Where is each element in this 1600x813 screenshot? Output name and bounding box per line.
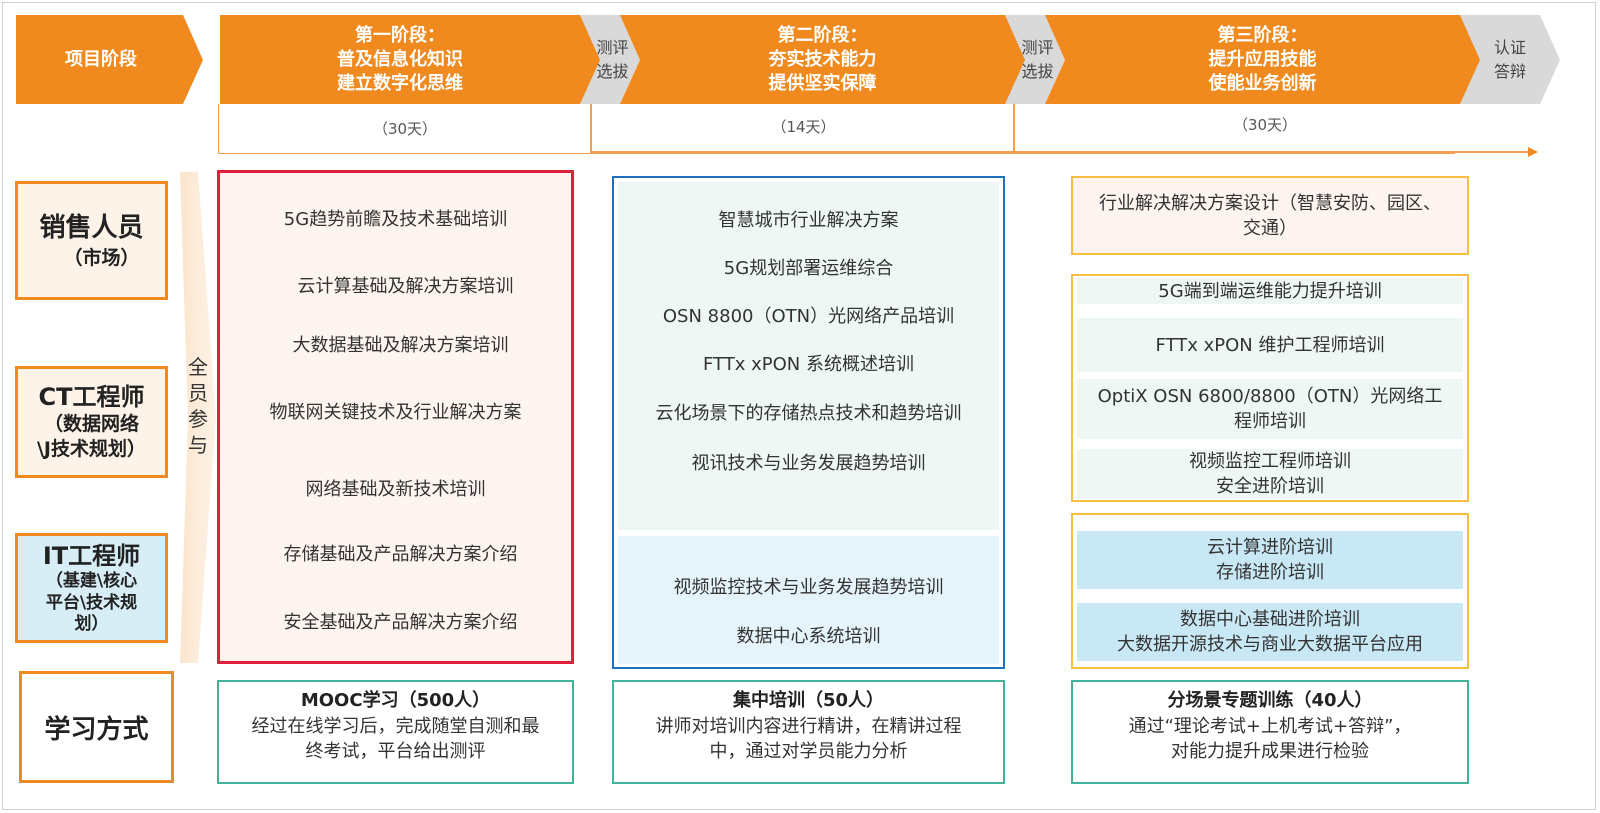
phase2-course: 5G规划部署运维综合 [723, 258, 894, 279]
phase2-course: OSN 8800（OTN）光网络产品培训 [662, 306, 955, 327]
phase2-course: FTTx xPON 系统概述培训 [703, 354, 914, 375]
phase1-course: 物联网关键技术及行业解决方案 [269, 402, 522, 423]
phase1-course: 大数据基础及解决方案培训 [292, 335, 509, 356]
phase3-ct-course: 5G端到端运维能力提升培训 [1077, 278, 1463, 304]
phase2-bottom-band [618, 536, 999, 664]
phase3-it-course: 云计算进阶培训 存储进阶培训 [1077, 531, 1463, 589]
phase3-title: 第三阶段： 提升应用技能 使能业务创新 [1208, 24, 1317, 94]
phase3-arrow [1045, 15, 1480, 104]
all-participate-arrow [180, 172, 216, 663]
phase1-course: 存储基础及产品解决方案介绍 [283, 544, 518, 565]
phase1-course-panel: 5G趋势前瞻及技术基础培训 云计算基础及解决方案培训 大数据基础及解决方案培训 … [217, 170, 574, 664]
phase-arrows [16, 15, 1560, 157]
phase1-arrow [220, 15, 600, 104]
phase3-ct-course: 视频监控工程师培训 安全进阶培训 [1077, 449, 1463, 499]
phase3-it-course: 数据中心基础进阶培训 大数据开源技术与商业大数据平台应用 [1077, 603, 1463, 661]
phase3-ct-course: OptiX OSN 6800/8800（OTN）光网络工 程师培训 [1077, 379, 1463, 439]
phase2-course: 视频监控技术与业务发展趋势培训 [673, 577, 944, 598]
phase3-sales-box: 行业解决解决方案设计（智慧安防、园区、 交通） [1071, 176, 1469, 255]
timeline-phase3 [1015, 104, 1455, 154]
learning-method-label: 学习方式 [19, 671, 174, 783]
phase2-course: 视讯技术与业务发展趋势培训 [691, 453, 926, 474]
phase3-ct-course: FTTx xPON 维护工程师培训 [1077, 318, 1463, 372]
role-sales: 销售人员 （市场） [15, 181, 168, 300]
role-ct-engineer: CT工程师 （数据网络 \J技术规划） [15, 366, 168, 478]
timeline-phase2 [592, 104, 1015, 154]
phase2-top-band [618, 182, 999, 530]
gate1-label: 测评 选拔 [596, 37, 629, 81]
gate2-label: 测评 选拔 [1021, 37, 1054, 81]
method-scenario: 分场景专题训练（40人） 通过“理论考试+上机考试+答辩”， 对能力提升成果进行… [1071, 680, 1469, 784]
role-it-engineer: IT工程师 （基建\核心 平台\技术规 划） [15, 533, 168, 643]
phase2-course: 云化场景下的存储热点技术和趋势培训 [655, 403, 962, 424]
phase2-title: 第二阶段： 夯实技术能力 提供坚实保障 [768, 24, 877, 94]
gate3-label: 认证 答辩 [1493, 37, 1526, 81]
method-mooc: MOOC学习（500人） 经过在线学习后，完成随堂自测和最 终考试，平台给出测评 [217, 680, 574, 784]
timeline-arrowhead [1528, 147, 1538, 157]
phase3-sales-course: 行业解决解决方案设计（智慧安防、园区、 交通） [1099, 192, 1441, 239]
phase3-ct-box: 5G端到端运维能力提升培训 FTTx xPON 维护工程师培训 OptiX OS… [1071, 274, 1469, 502]
phase2-duration: （14天） [771, 118, 836, 136]
phase1-course: 网络基础及新技术培训 [305, 479, 486, 500]
phase1-duration: （30天） [372, 120, 438, 138]
timeline-phase1 [218, 104, 592, 154]
phase2-course: 智慧城市行业解决方案 [718, 210, 899, 231]
phase2-arrow [620, 15, 1025, 104]
phase2-course: 数据中心系统培训 [736, 626, 881, 647]
method-centralized: 集中培训（50人） 讲师对培训内容进行精讲，在精讲过程 中，通过对学员能力分析 [612, 680, 1005, 784]
phase1-title: 第一阶段： 普及信息化知识 建立数字化思维 [337, 24, 463, 94]
phase1-course: 5G趋势前瞻及技术基础培训 [283, 209, 508, 230]
phase3-duration: （30天） [1232, 116, 1298, 134]
project-stage-label: 项目阶段 [65, 48, 137, 70]
phase3-it-box: 云计算进阶培训 存储进阶培训 数据中心基础进阶培训 大数据开源技术与商业大数据平… [1071, 513, 1469, 669]
phase1-course: 云计算基础及解决方案培训 [297, 276, 514, 297]
phase2-course-panel: 智慧城市行业解决方案 5G规划部署运维综合 OSN 8800（OTN）光网络产品… [612, 176, 1005, 669]
all-participate-label: 全 员 参 与 [188, 355, 208, 457]
phase1-course: 安全基础及产品解决方案介绍 [283, 612, 518, 633]
project-stage-arrow [16, 15, 203, 104]
